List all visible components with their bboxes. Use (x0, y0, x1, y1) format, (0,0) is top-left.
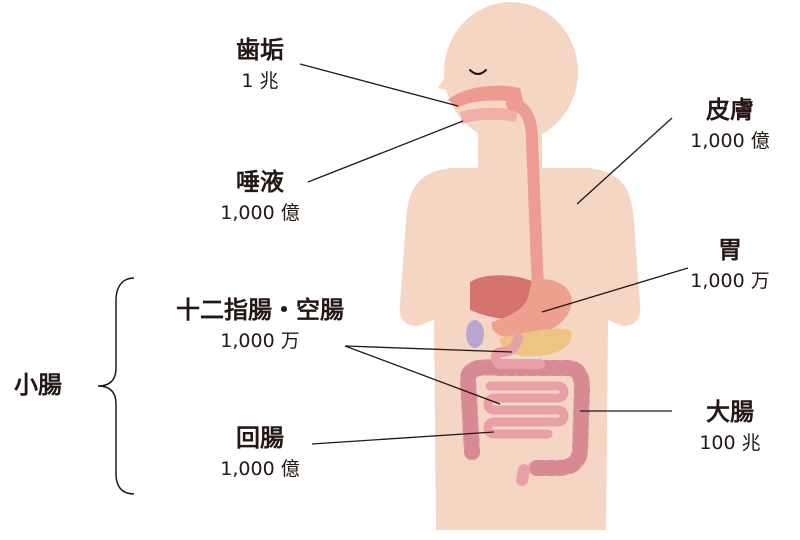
label-colon-count: 100 兆 (699, 432, 761, 454)
label-plaque: 歯垢 1 兆 (215, 38, 305, 91)
leader-duodenum-1 (344, 345, 513, 353)
label-saliva-count: 1,000 億 (220, 202, 300, 224)
stomach (491, 279, 572, 338)
label-small-intestine: 小腸 (14, 371, 62, 399)
leader-lines (299, 63, 689, 445)
label-plaque-name: 歯垢 (236, 36, 284, 64)
small-intestine-brace (97, 277, 135, 495)
leader-saliva (307, 120, 464, 183)
label-duodenum: 十二指腸・空腸 1,000 万 (140, 298, 380, 351)
leader-plaque (299, 63, 459, 107)
leader-duodenum-2 (344, 345, 501, 405)
label-ileum: 回腸 1,000 億 (200, 426, 320, 479)
label-skin: 皮膚 1,000 億 (670, 98, 790, 151)
label-duodenum-name: 十二指腸・空腸 (176, 296, 344, 324)
label-plaque-count: 1 兆 (241, 70, 279, 92)
large-intestine-haustra (459, 359, 591, 476)
label-ileum-count: 1,000 億 (220, 458, 300, 480)
rectum (516, 464, 530, 486)
label-stomach-count: 1,000 万 (690, 270, 770, 292)
label-saliva: 唾液 1,000 億 (200, 170, 320, 223)
label-skin-name: 皮膚 (706, 96, 754, 124)
label-colon: 大腸 100 兆 (670, 400, 790, 453)
gallbladder (466, 320, 484, 348)
body-silhouette (399, 2, 641, 530)
esophagus (506, 98, 544, 296)
label-ileum-name: 回腸 (236, 424, 284, 452)
head (444, 2, 578, 142)
label-colon-name: 大腸 (706, 398, 754, 426)
leader-ileum (311, 431, 495, 445)
eye (469, 69, 487, 75)
label-stomach-name: 胃 (718, 236, 742, 264)
label-saliva-name: 唾液 (236, 168, 284, 196)
leader-skin (576, 117, 673, 205)
liver (470, 275, 534, 320)
label-stomach: 胃 1,000 万 (670, 238, 790, 291)
nose (438, 62, 455, 92)
label-duodenum-count: 1,000 万 (220, 330, 300, 352)
oral-cavity (448, 85, 524, 124)
small-intestine (483, 381, 569, 439)
label-skin-count: 1,000 億 (690, 130, 770, 152)
leader-stomach (541, 267, 689, 313)
